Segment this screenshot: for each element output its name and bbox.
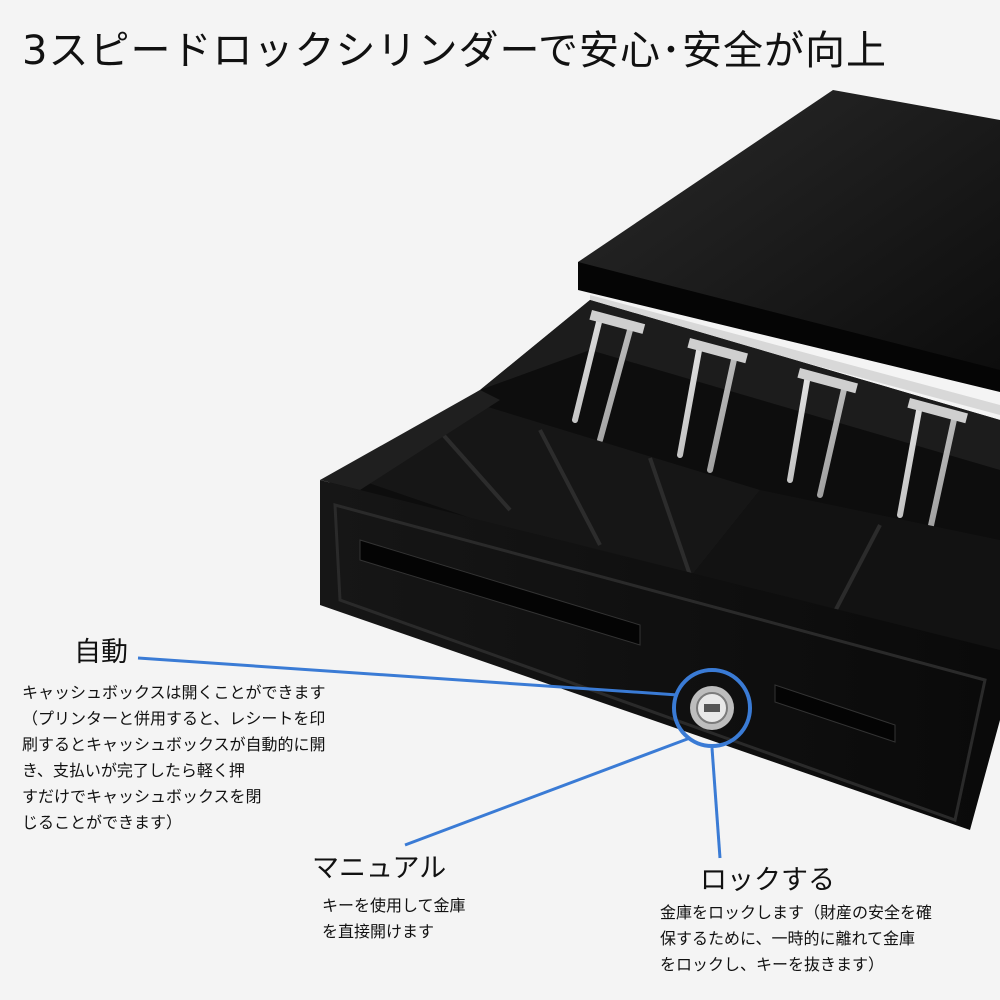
bill-clips <box>572 315 958 533</box>
manual-line: キーを使用して金庫 <box>322 896 466 915</box>
lock-cylinder <box>690 686 734 730</box>
lock-heading: ロックする <box>700 865 835 896</box>
manual-heading: マニュアル <box>312 853 447 884</box>
handle-slot-right <box>774 684 896 743</box>
auto-line: き、支払いが完了したら軽く押 <box>22 761 245 780</box>
manual-line: を直接開けます <box>322 922 435 941</box>
lock-line: 金庫をロックします（財産の安全を確 <box>660 903 933 922</box>
auto-heading: 自動 <box>74 637 128 668</box>
drawer-front-bevel <box>333 503 987 822</box>
callout-lines <box>137 656 722 859</box>
headline: 3スピードロックシリンダーで安心･安全が向上 <box>22 28 888 74</box>
clip-hinges <box>589 310 968 424</box>
bill-compartment-right <box>680 490 1000 650</box>
coin-tray <box>360 400 760 590</box>
tray-back-wall <box>480 300 1000 470</box>
auto-line: 刷するとキャッシュボックスが自動的に開 <box>22 735 326 754</box>
auto-line: すだけでキャッシュボックスを閉 <box>22 787 262 806</box>
manual-description: キーを使用して金庫 を直接開けます <box>322 893 466 945</box>
lock-line: をロックし、キーを抜きます） <box>660 955 885 974</box>
cabinet-top-edge <box>578 262 1000 392</box>
cabinet-slot <box>590 295 1000 415</box>
auto-line: キャッシュボックスは開くことができます <box>22 683 326 702</box>
auto-description: キャッシュボックスは開くことができます （プリンターと併用すると、レシートを印 … <box>22 680 326 836</box>
lock-highlight-ring <box>672 668 752 748</box>
cabinet-top <box>578 90 1000 385</box>
drawer-rim <box>320 390 500 490</box>
lock-description: 金庫をロックします（財産の安全を確 保するために、一時的に離れて金庫 をロックし… <box>660 900 932 978</box>
handle-slot-left <box>359 539 641 646</box>
auto-line: （プリンターと併用すると、レシートを印 <box>22 709 326 728</box>
lock-line: 保するために、一時的に離れて金庫 <box>660 929 916 948</box>
auto-line: じることができます） <box>22 813 183 832</box>
drawer-front <box>320 480 1000 830</box>
